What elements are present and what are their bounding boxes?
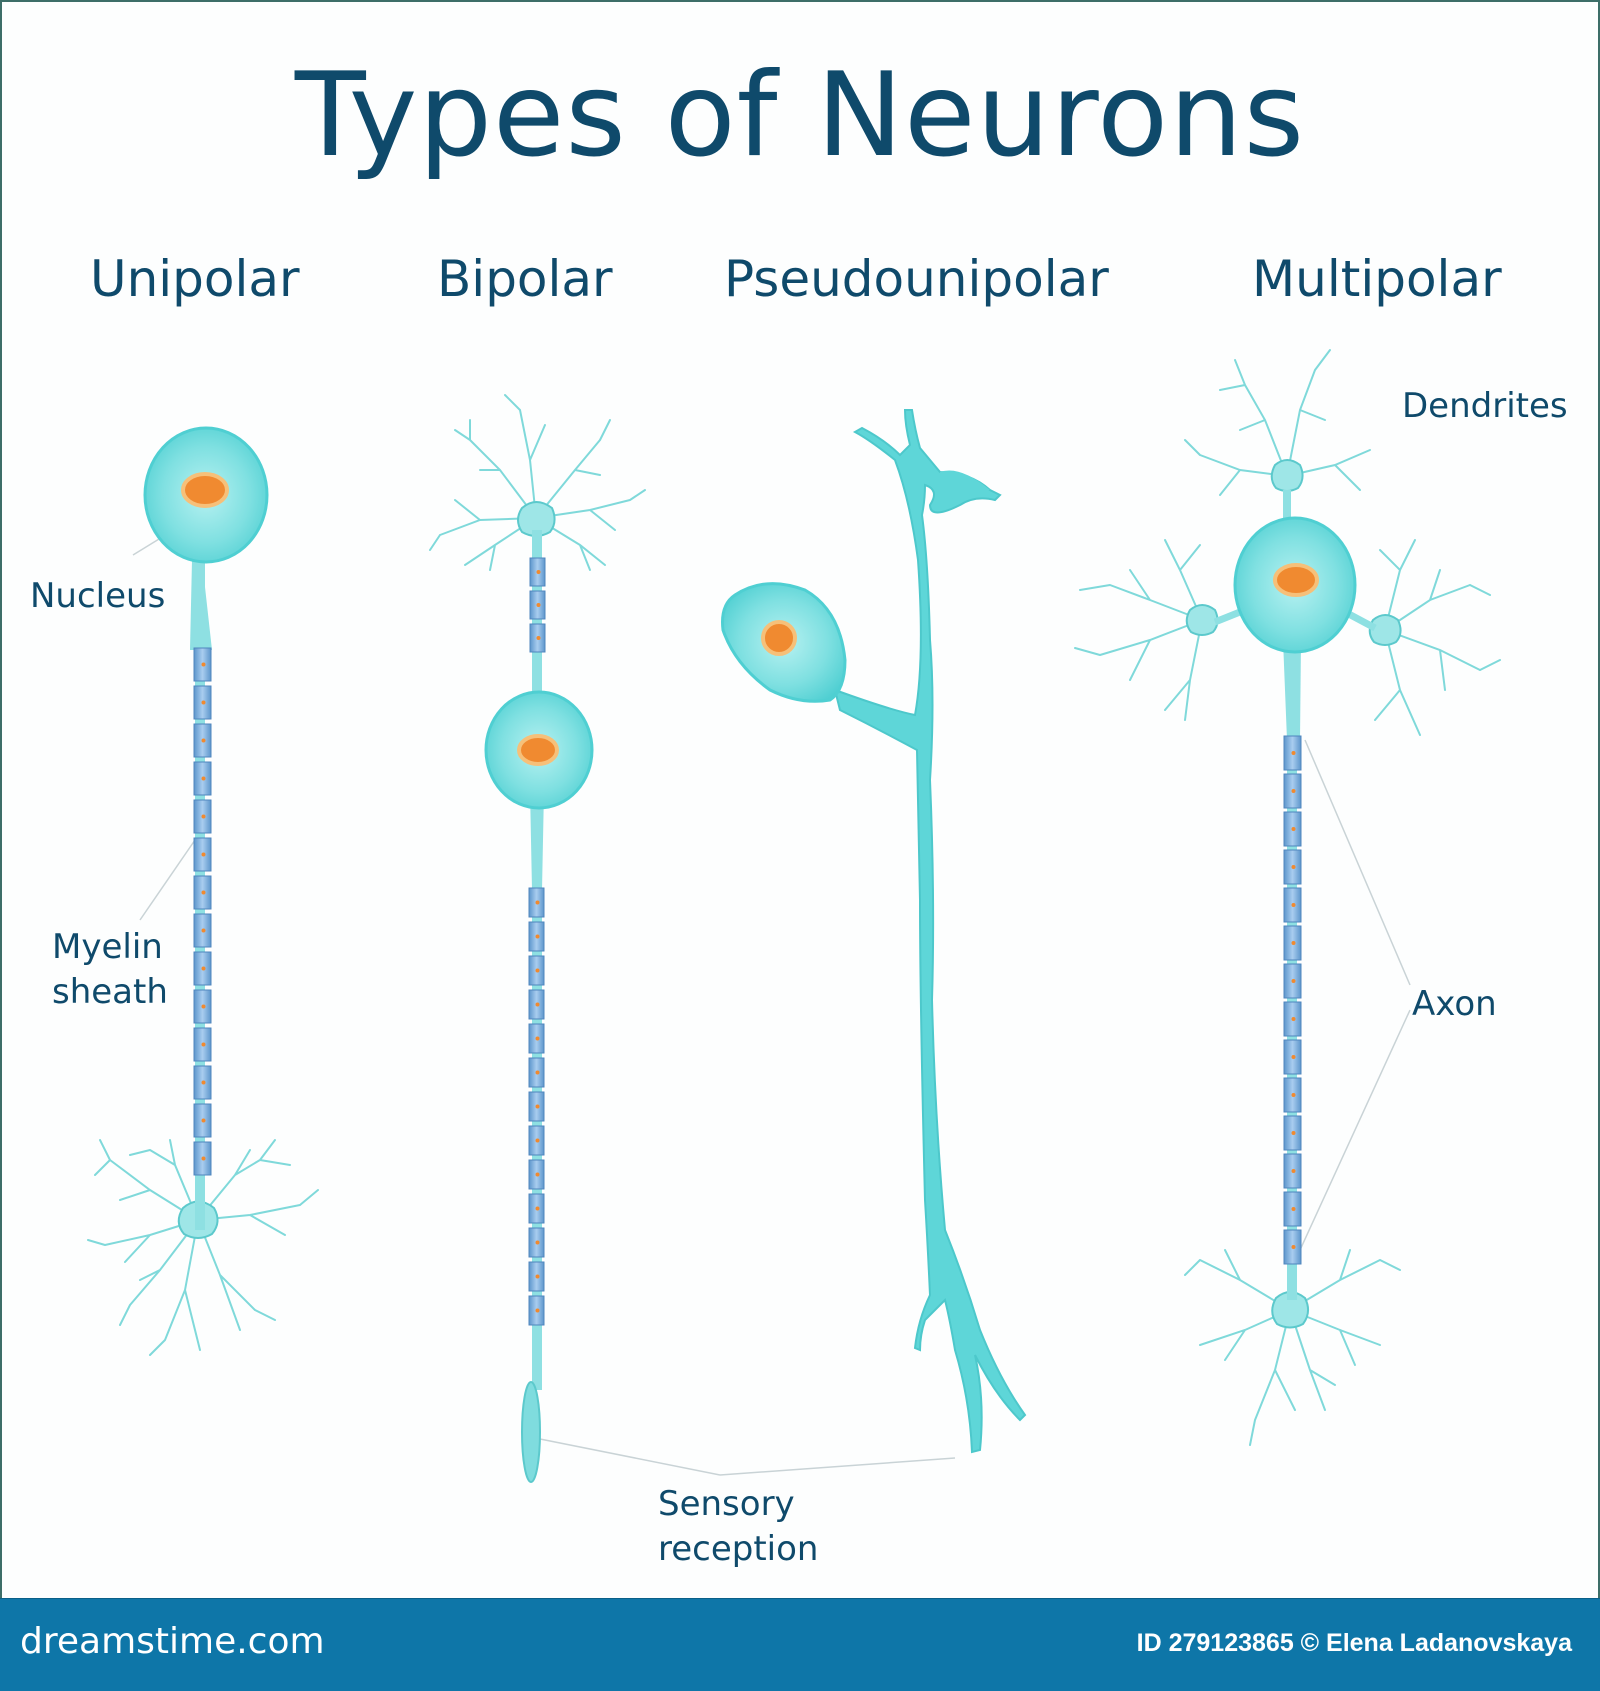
- schwann-nucleus: [1291, 1055, 1296, 1059]
- label-sensory-line2: reception: [658, 1529, 819, 1569]
- schwann-nucleus: [1291, 827, 1296, 831]
- schwann-nucleus: [1291, 1207, 1296, 1211]
- bipolar-lower-axon: [532, 790, 542, 1390]
- schwann-nucleus: [201, 966, 206, 971]
- schwann-nucleus: [1291, 1093, 1296, 1097]
- label-myelin-line1: Myelin: [52, 927, 163, 967]
- schwann-nucleus: [536, 603, 541, 607]
- label-axon: Axon: [1412, 984, 1497, 1024]
- schwann-nucleus: [1291, 941, 1296, 945]
- schwann-nucleus: [535, 900, 540, 905]
- pseudounipolar-nucleus: [761, 620, 797, 656]
- schwann-nucleus: [535, 1240, 540, 1245]
- schwann-nucleus: [201, 890, 206, 895]
- schwann-nucleus: [1291, 1245, 1296, 1249]
- schwann-nucleus: [201, 776, 206, 781]
- heading-multipolar: Multipolar: [1252, 250, 1502, 308]
- schwann-nucleus: [201, 1156, 206, 1161]
- schwann-nucleus: [1291, 865, 1296, 869]
- bipolar-top-soma: [517, 501, 556, 537]
- pseudounipolar-process: [833, 409, 1027, 1454]
- schwann-nucleus: [1291, 1017, 1296, 1021]
- schwann-nucleus: [1291, 979, 1296, 983]
- multipolar-myelin-sheath: [1283, 735, 1302, 1265]
- schwann-nucleus: [201, 1004, 206, 1009]
- schwann-nucleus: [201, 928, 206, 933]
- multipolar-nucleus: [1273, 563, 1319, 597]
- schwann-nucleus: [201, 700, 206, 705]
- schwann-nucleus: [535, 1172, 540, 1177]
- schwann-nucleus: [535, 1002, 540, 1007]
- schwann-nucleus: [535, 1206, 540, 1211]
- label-sensory-reception: Sensory reception: [658, 1482, 818, 1572]
- schwann-nucleus: [201, 852, 206, 857]
- diagram-frame: [0, 0, 1600, 1600]
- schwann-nucleus: [535, 1138, 540, 1143]
- neuron-diagram: [87, 349, 1501, 1483]
- label-myelin-sheath: Myelin sheath: [52, 925, 168, 1015]
- page-title: Types of Neurons: [294, 48, 1306, 183]
- schwann-nucleus: [201, 1118, 206, 1123]
- label-dendrites: Dendrites: [1402, 386, 1568, 426]
- schwann-nucleus: [535, 1308, 540, 1313]
- schwann-nucleus: [1291, 1131, 1296, 1135]
- unipolar-dendrites: [87, 1139, 319, 1356]
- bipolar-upper-myelin: [529, 557, 546, 653]
- label-nucleus: Nucleus: [30, 576, 166, 616]
- label-myelin-line2: sheath: [52, 972, 168, 1012]
- schwann-nucleus: [201, 662, 206, 667]
- multipolar-axon-hillock: [1283, 640, 1301, 740]
- unipolar-nucleus: [181, 472, 229, 508]
- schwann-nucleus: [535, 1070, 540, 1075]
- schwann-nucleus: [1291, 751, 1296, 755]
- schwann-nucleus: [536, 570, 541, 574]
- schwann-nucleus: [535, 1104, 540, 1109]
- label-sensory-line1: Sensory: [658, 1484, 795, 1524]
- footer-bar: dreamstime.com ID 279123865 © Elena Lada…: [0, 1598, 1600, 1691]
- unipolar-axon-hillock: [190, 560, 212, 650]
- image-credit: ID 279123865 © Elena Ladanovskaya: [1136, 1629, 1572, 1657]
- schwann-nucleus: [201, 814, 206, 819]
- multipolar-right-dendrite-soma: [1368, 614, 1402, 646]
- heading-unipolar: Unipolar: [90, 250, 300, 308]
- schwann-nucleus: [201, 738, 206, 743]
- schwann-nucleus: [201, 1042, 206, 1047]
- bipolar-sensory-ending: [521, 1381, 541, 1483]
- schwann-nucleus: [535, 934, 540, 939]
- schwann-nucleus: [1291, 789, 1296, 793]
- bipolar-lower-myelin: [528, 887, 545, 1326]
- multipolar-neuron: [1074, 349, 1501, 1446]
- heading-bipolar: Bipolar: [437, 250, 613, 308]
- schwann-nucleus: [535, 1274, 540, 1279]
- schwann-nucleus: [201, 1080, 206, 1085]
- schwann-nucleus: [535, 1036, 540, 1041]
- pseudounipolar-neuron: [721, 409, 1027, 1454]
- multipolar-dendrites: [1074, 349, 1501, 1446]
- multipolar-left-dendrite-soma: [1185, 604, 1219, 636]
- heading-pseudounipolar: Pseudounipolar: [724, 250, 1109, 308]
- schwann-nucleus: [1291, 903, 1296, 907]
- multipolar-top-dendrite-soma: [1270, 459, 1304, 492]
- brand-logo-text[interactable]: dreamstime.com: [20, 1621, 325, 1662]
- pseudounipolar-peripheral-branch: [940, 470, 990, 500]
- unipolar-myelin-sheath: [193, 647, 212, 1176]
- bipolar-neuron: [429, 394, 646, 1483]
- unipolar-neuron: [87, 426, 319, 1356]
- schwann-nucleus: [535, 968, 540, 973]
- bipolar-dendrites: [429, 394, 646, 571]
- schwann-nucleus: [1291, 1169, 1296, 1173]
- bipolar-axon-hillock: [530, 790, 544, 890]
- schwann-nucleus: [536, 636, 541, 640]
- bipolar-nucleus: [517, 734, 559, 766]
